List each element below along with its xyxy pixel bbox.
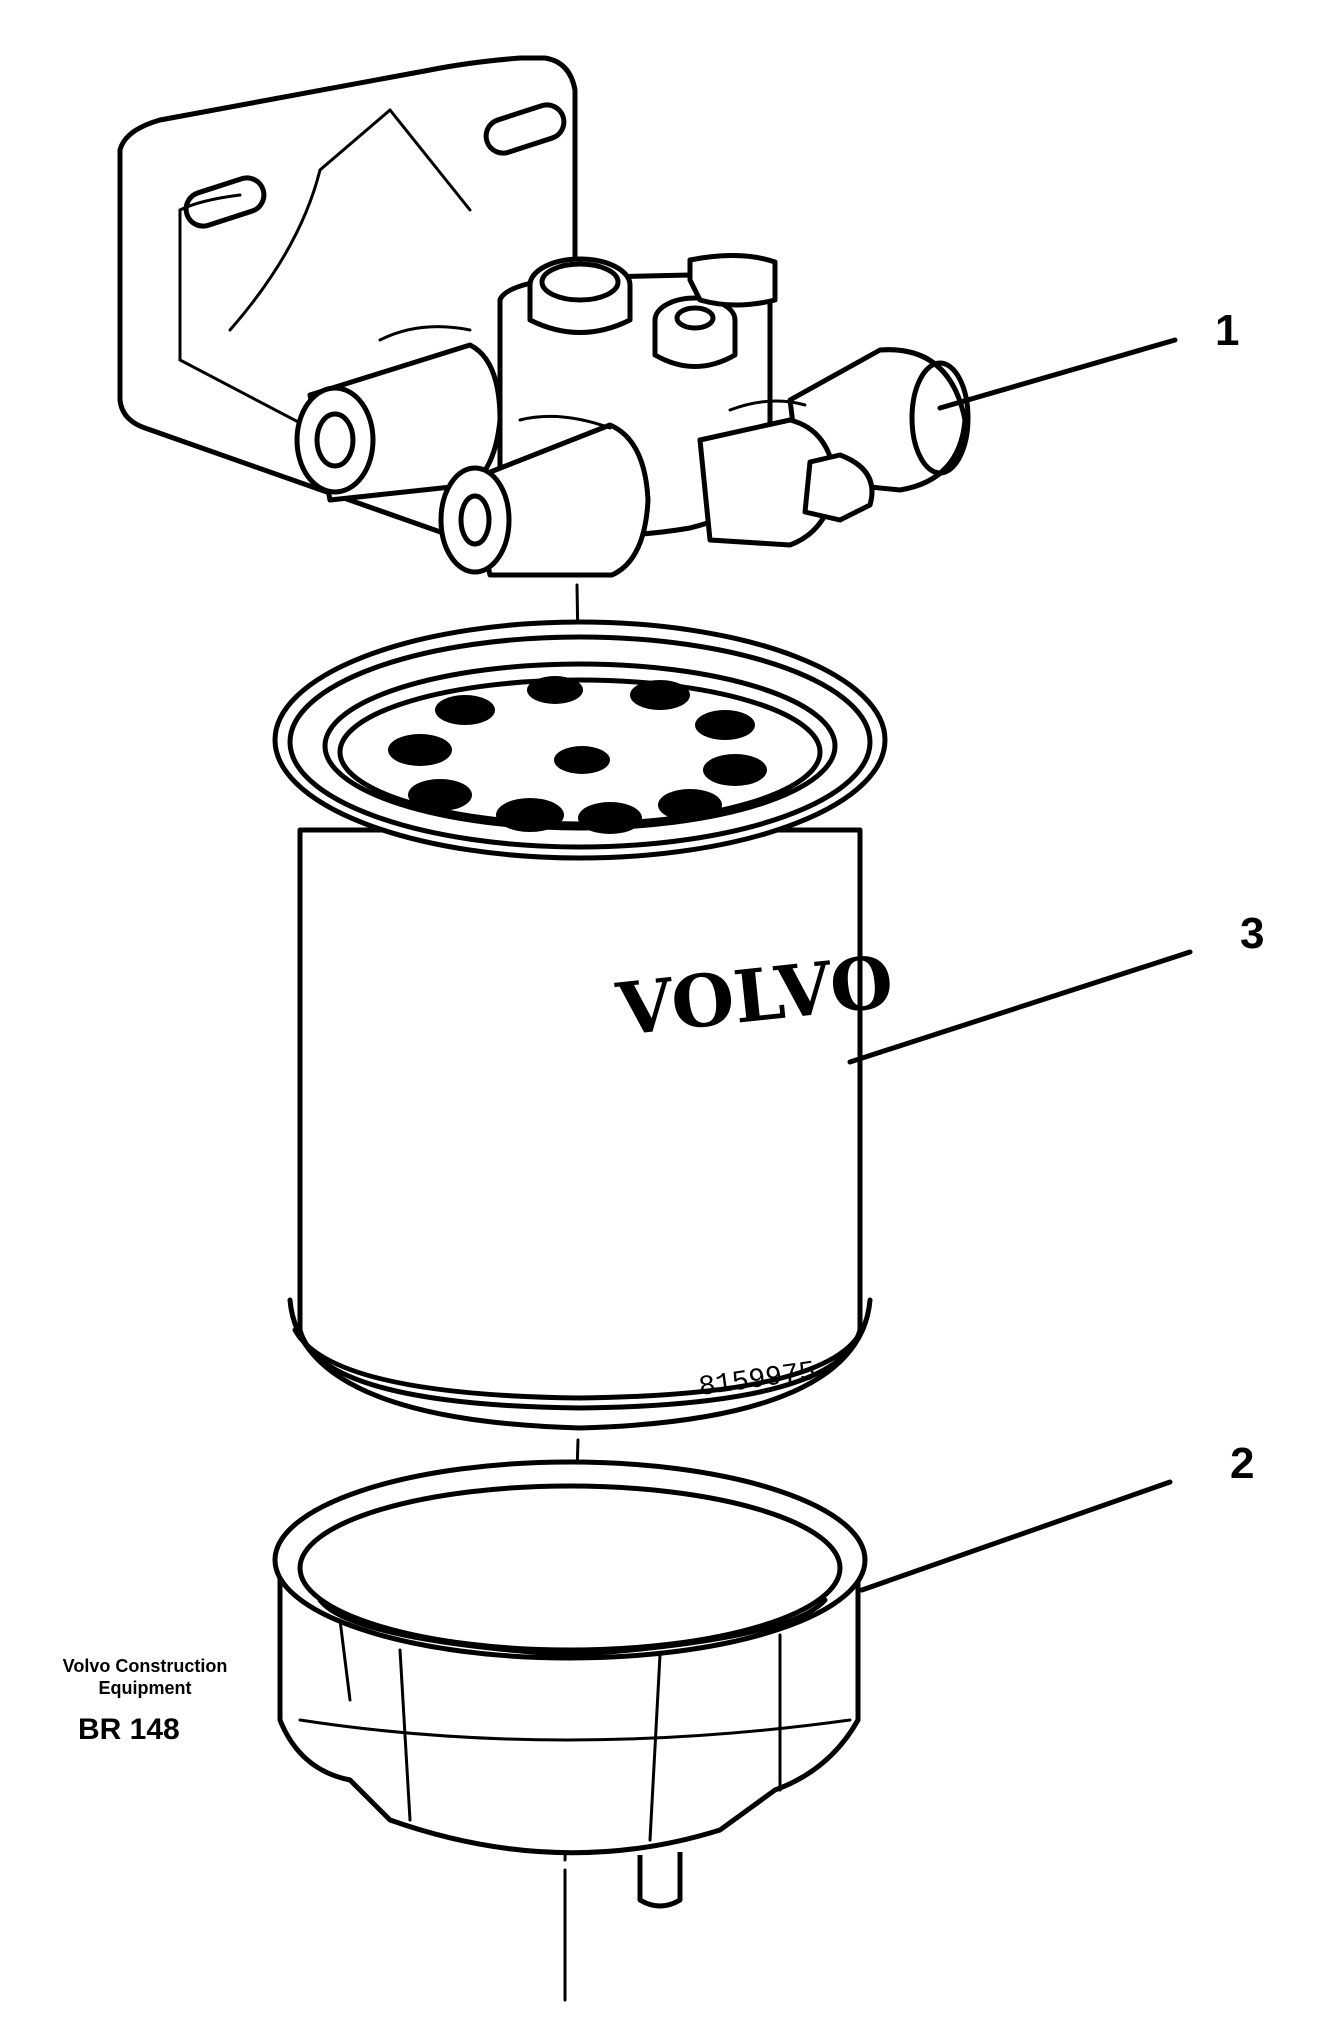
- callout-label-1: 1: [1215, 306, 1239, 355]
- water-separator-bowl: [272, 1459, 868, 2002]
- callout-2: 2: [859, 1439, 1254, 1593]
- filter-cartridge: VOLVO 8159975: [272, 619, 897, 1431]
- company-name-line-1: Volvo Construction: [62, 1656, 228, 1676]
- company-name-line-2: Equipment: [98, 1678, 192, 1698]
- filter-head: [117, 55, 971, 578]
- footer-caption: Volvo Construction Equipment BR 148: [40, 1655, 250, 1747]
- callout-3: 3: [847, 909, 1264, 1065]
- callout-label-3: 3: [1240, 909, 1264, 958]
- drawing-reference: BR 148: [78, 1713, 180, 1746]
- callout-label-2: 2: [1230, 1439, 1254, 1488]
- callout-1: 1: [937, 306, 1239, 411]
